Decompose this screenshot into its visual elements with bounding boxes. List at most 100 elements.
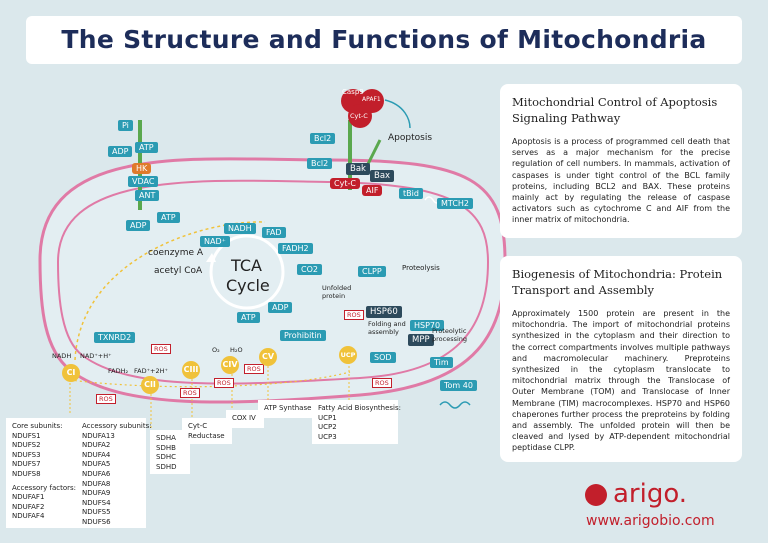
core-subunits-title: Core subunits: [12,422,63,430]
subunit-item: NDUFA9 [82,489,111,498]
cytc-reductase-line2: Reductase [188,431,225,440]
clpp-tag: CLPP [358,266,386,277]
ucp-item: UCP2 [318,423,337,432]
apaf1-label: APAF1 [362,96,381,103]
proteolytic-processing-label: Proteolytic processing [432,327,468,343]
accessory-factors-title: Accessory factors: [12,483,77,492]
hsp60-tag: HSP60 [366,306,402,318]
ros-label: ROS [96,394,116,404]
logo-text: arigo. [613,479,688,509]
biogenesis-heading: Biogenesis of Mitochondria: Protein Tran… [512,267,723,297]
aif-tag: AIF [362,185,383,196]
fadh2-eq-label: FADH₂ [108,367,129,375]
accessory-subunits-title: Accessory subunits: [82,422,152,430]
complex-iii-icon: CIII [182,361,200,379]
bax-tag: Bax [370,170,395,182]
cox-iv-label: COX IV [232,414,256,422]
sdh-item: SDHD [156,462,177,471]
tom40-tag: Tom 40 [440,380,477,391]
mtch2-tag: MTCH2 [437,198,474,209]
cytc-reductase-line1: Cyt-C [188,422,208,430]
subunit-item: NDUFA2 [82,441,111,450]
sod-tag: SOD [370,352,396,363]
proteolysis-label: Proteolysis [402,264,440,272]
sdh-item: SDHC [156,453,176,462]
nad-h-label: NAD⁺+H⁺ [80,352,112,360]
complex-iii-box: Cyt-C Reductase [182,418,232,444]
subunit-item: NDUFS8 [12,469,41,478]
adp-tca-tag: ADP [268,302,293,313]
complex-i-subunits-box: Core subunits: NDUFS1 NDUFS2 NDUFS3 NDUF… [6,418,76,528]
adp-top-tag: ADP [108,146,133,157]
biogenesis-body: Approximately 1500 protein are present i… [512,309,730,453]
txnrd2-tag: TXNRD2 [94,332,136,343]
ros-label: ROS [244,364,264,374]
apoptosis-label: Apoptosis [388,133,433,143]
complex-iv-box: COX IV [226,410,264,428]
acetyl-coa-label: acetyl CoA [154,266,203,276]
subunit-item: NDUFA4 [82,450,111,459]
unfolded-protein-label: Unfolded protein [322,284,352,300]
subunit-item: NDUFS6 [82,517,111,526]
cycle-label: Cycle [226,276,270,295]
bcl2-b-tag: Bcl2 [307,158,333,169]
arigo-logo: arigo. [585,479,687,509]
ros-label: ROS [214,378,234,388]
complex-v-box: ATP Synthase [258,400,314,418]
hsp70-tag: HSP70 [410,320,445,331]
atp-bottom-tag: ATP [157,212,180,223]
subunit-item: NDUFS7 [12,460,41,469]
logo-mark-icon [585,483,607,506]
ros-label: ROS [151,344,171,354]
complex-ii-box: SDHA SDHB SDHC SDHD [150,430,190,474]
pi-tag: Pi [118,120,133,131]
complex-iv-icon: CIV [221,356,239,374]
cytc-mid-tag: Cyt-C [330,178,360,189]
ucp-icon: UCP [339,346,357,364]
complex-ii-icon: CII [141,376,159,394]
coenzyme-a-label: coenzyme A [148,248,204,258]
accessory-subunits-box: Accessory subunits: NDUFA13 NDUFA2 NDUFA… [76,418,152,528]
subunit-item: NDUFA5 [82,460,111,469]
factor-item: NDUFAF4 [12,512,45,521]
page-title: The Structure and Functions of Mitochond… [61,25,707,54]
tim-tag: Tim [430,357,453,368]
tca-label: TCA [231,256,262,275]
ant-tag: ANT [135,190,160,201]
atp-tca-tag: ATP [237,312,260,323]
cytc-top-label: Cyt-C [350,112,368,120]
tca-cycle-ring [209,234,285,310]
subunit-item: NDUFS1 [12,431,41,440]
subunit-item: NDUFA6 [82,469,111,478]
prohibitin-tag: Prohibitin [280,330,326,341]
co2-tag: CO2 [297,264,322,275]
mpp-tag: MPP [408,334,434,346]
factor-item: NDUFAF2 [12,502,45,511]
ros-label: ROS [372,378,392,388]
ucp-item: UCP1 [318,413,337,422]
folding-assembly-label: Folding and assembly [368,320,406,336]
apoptosis-panel: Mitochondrial Control of Apoptosis Signa… [500,84,742,238]
nad-tag: NAD⁺ [200,236,230,247]
apoptosis-body: Apoptosis is a process of programmed cel… [512,137,730,225]
subunit-item: NDUFA13 [82,431,115,440]
o2-label: O₂ [212,346,220,354]
complex-v-icon: CV [259,348,277,366]
title-banner: The Structure and Functions of Mitochond… [26,16,742,64]
complex-i-icon: CI [62,364,80,382]
atp-synthase-label: ATP Synthase [264,404,312,412]
h2o-label: H₂O [230,346,243,354]
sdh-item: SDHA [156,434,176,442]
sdh-item: SDHB [156,443,176,452]
casp9-label: Casp9 [342,88,364,96]
subunit-item: NDUFS4 [82,498,111,507]
ucp-item: UCP3 [318,432,337,441]
factor-item: NDUFAF1 [12,493,45,502]
vdac-tag: VDAC [128,176,159,187]
nadh-eq-label: NADH [52,352,72,360]
subunit-item: NDUFS5 [82,508,111,517]
inner-membrane [56,179,490,385]
fadh2-tag: FADH2 [278,243,313,254]
fad-2h-label: FAD⁺+2H⁺ [134,367,168,375]
brand-url[interactable]: www.arigobio.com [586,513,715,529]
